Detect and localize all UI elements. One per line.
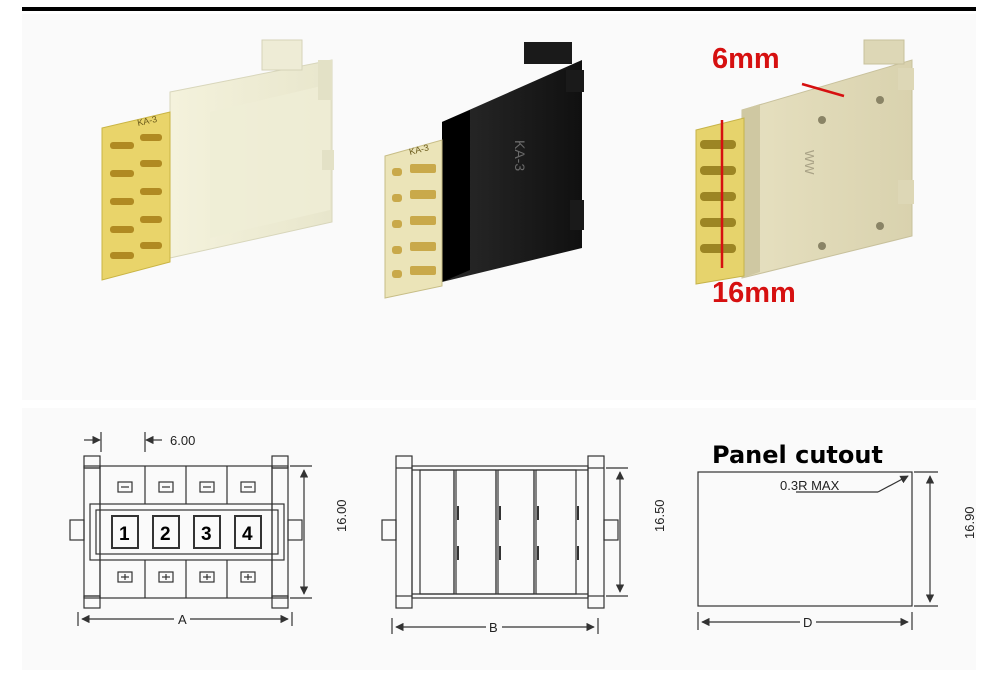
svg-text:WW: WW <box>802 150 817 175</box>
key-2-label: 2 <box>160 524 171 545</box>
key-1-label: 1 <box>119 524 130 545</box>
key-4-label: 4 <box>242 524 253 545</box>
key-3-label: 3 <box>201 524 212 545</box>
front-width-label-visible: A <box>178 612 187 627</box>
cutout-width-label-visible: D <box>803 615 812 630</box>
black-switch-label: KA-3 <box>408 142 430 157</box>
white-switch-photo: KA-3 <box>101 39 334 281</box>
panel-cutout-drawing <box>697 471 938 630</box>
pitch-label: 6.00 <box>170 433 195 448</box>
front-view-drawing <box>69 432 312 626</box>
top-rule <box>22 7 976 11</box>
cutout-height-label: 16.90 <box>962 506 977 539</box>
black-switch-body-text: KA-3 <box>512 140 528 171</box>
beige-switch-photo: WW 6mm 16mm <box>695 39 914 309</box>
panel-cutout-title: Panel cutout <box>712 441 883 469</box>
height-dimension-label: 16mm <box>712 277 796 309</box>
front-height-label: 16.00 <box>334 499 349 532</box>
side-height-label: 16.50 <box>652 499 667 532</box>
width-dimension-label: 6mm <box>712 43 780 75</box>
width-marker-line <box>801 82 845 98</box>
side-width-label-visible: B <box>489 620 498 635</box>
black-switch-photo: KA-3 KA-3 <box>384 42 584 299</box>
white-switch-label: KA-3 <box>136 114 158 128</box>
side-view-drawing <box>381 455 628 634</box>
cutout-radius-label: 0.3R MAX <box>780 478 840 493</box>
